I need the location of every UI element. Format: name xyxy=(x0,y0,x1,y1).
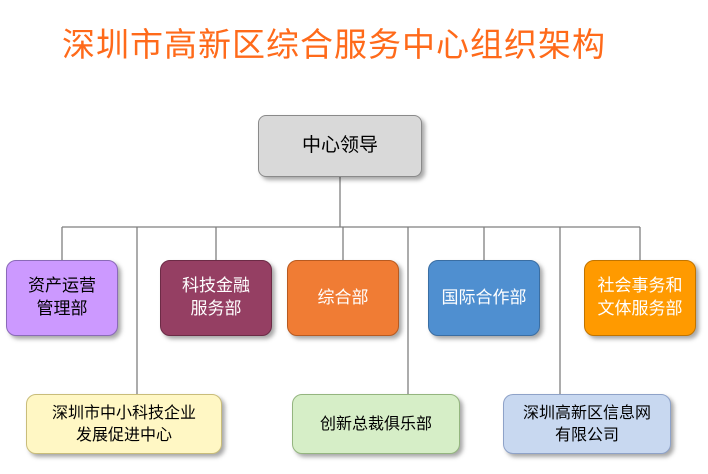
page-title: 深圳市高新区综合服务中心组织架构 xyxy=(62,25,606,64)
dept-node-label: 资产运营 管理部 xyxy=(28,276,96,319)
sub-node-innovation-ceo-club: 创新总裁俱乐部 xyxy=(292,394,460,454)
sub-node-label: 创新总裁俱乐部 xyxy=(319,414,432,434)
dept-node-label: 科技金融 服务部 xyxy=(182,276,250,319)
dept-node-general: 综合部 xyxy=(287,260,399,336)
dept-node-label: 社会事务和 文体服务部 xyxy=(597,276,683,319)
sub-node-info-network-company: 深圳高新区信息网 有限公司 xyxy=(503,394,671,454)
dept-node-asset-operations: 资产运营 管理部 xyxy=(6,260,118,336)
sub-node-label: 深圳市中小科技企业 发展促进中心 xyxy=(51,403,196,444)
dept-node-label: 综合部 xyxy=(317,287,369,308)
dept-node-label: 国际合作部 xyxy=(441,287,527,308)
sub-node-sme-promotion-center: 深圳市中小科技企业 发展促进中心 xyxy=(26,394,222,454)
root-node-label: 中心领导 xyxy=(301,134,378,157)
dept-node-international: 国际合作部 xyxy=(428,260,540,336)
root-node-leadership: 中心领导 xyxy=(258,115,422,177)
sub-node-label: 深圳高新区信息网 有限公司 xyxy=(522,403,651,444)
dept-node-tech-finance: 科技金融 服务部 xyxy=(160,260,272,336)
dept-node-social-affairs: 社会事务和 文体服务部 xyxy=(584,260,696,336)
